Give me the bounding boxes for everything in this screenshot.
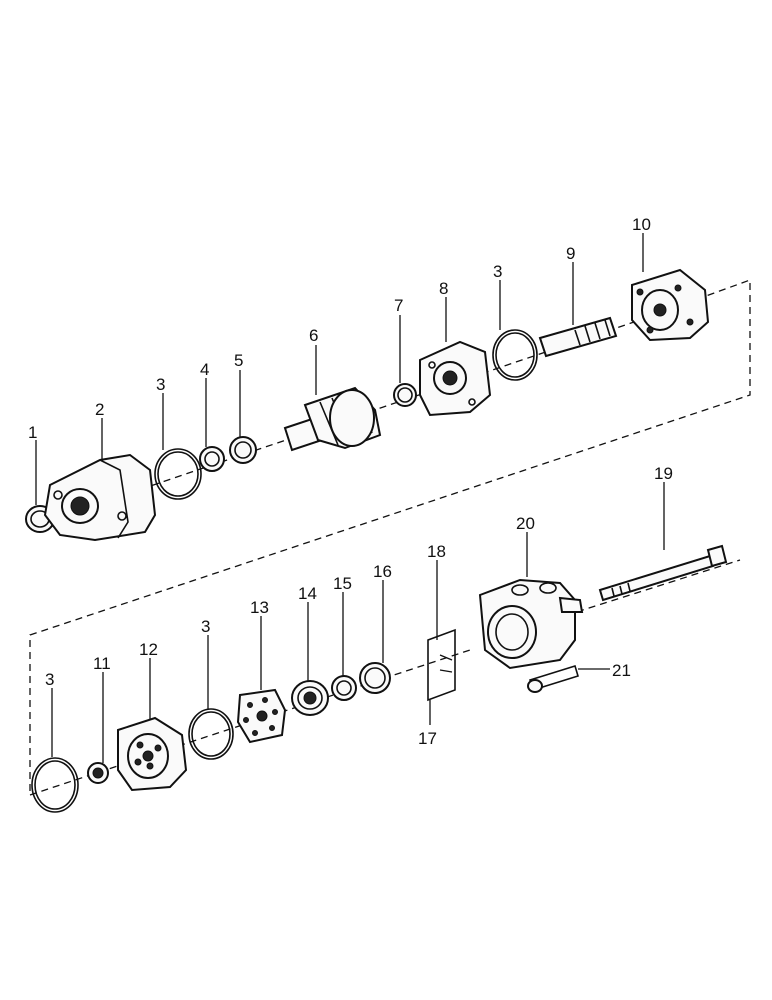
label-part-21: 21 [612, 661, 631, 680]
part-19-bolt [598, 544, 728, 602]
part-16-seal [359, 662, 391, 694]
label-part-12: 12 [139, 640, 158, 659]
label-part-3: 3 [201, 617, 210, 636]
label-part-20: 20 [516, 514, 535, 533]
part-3-o-ring-d [188, 708, 234, 760]
label-part-16: 16 [373, 562, 392, 581]
label-part-13: 13 [250, 598, 269, 617]
label-part-4: 4 [200, 360, 209, 379]
assembly-centerlines [29, 279, 751, 796]
part-5-washer [229, 436, 257, 464]
label-part-17: 17 [418, 729, 437, 748]
leader-lines [35, 233, 665, 763]
part-15-washer [331, 675, 357, 701]
part-14-bearing [291, 680, 329, 716]
label-part-10: 10 [632, 215, 651, 234]
label-part-8: 8 [439, 279, 448, 298]
label-part-3: 3 [156, 375, 165, 394]
part-3-o-ring-a [154, 448, 202, 500]
label-part-18: 18 [427, 542, 446, 561]
label-part-1: 1 [28, 423, 37, 442]
part-21-screw [527, 664, 579, 693]
part-3-o-ring-b [492, 329, 538, 381]
label-part-9: 9 [566, 244, 575, 263]
part-3-o-ring-c [31, 757, 79, 813]
label-part-3: 3 [493, 262, 502, 281]
part-9-spline-shaft [538, 316, 618, 358]
part-4-washer [199, 446, 225, 472]
label-part-19: 19 [654, 464, 673, 483]
part-7-ring [393, 383, 417, 407]
label-part-11: 11 [93, 654, 111, 673]
part-11-washer [87, 762, 109, 784]
part-6-drive-shaft [283, 386, 382, 452]
part-2-front-housing [43, 453, 157, 542]
part-17-18-check-plug [427, 628, 456, 702]
part-20-main-body [478, 578, 584, 670]
label-part-15: 15 [333, 574, 352, 593]
callout-labels: 1 2 3 4 5 6 7 8 3 9 10 3 11 12 3 13 14 1… [28, 215, 673, 748]
label-part-6: 6 [309, 326, 318, 345]
part-8-wear-plate-housing [419, 340, 492, 417]
label-part-5: 5 [234, 351, 243, 370]
part-12-valve-plate [117, 716, 188, 792]
label-part-2: 2 [95, 400, 104, 419]
label-part-14: 14 [298, 584, 317, 603]
label-part-7: 7 [394, 296, 403, 315]
part-10-end-cover [631, 268, 710, 342]
part-13-rotor [236, 688, 287, 744]
label-part-3: 3 [45, 670, 54, 689]
